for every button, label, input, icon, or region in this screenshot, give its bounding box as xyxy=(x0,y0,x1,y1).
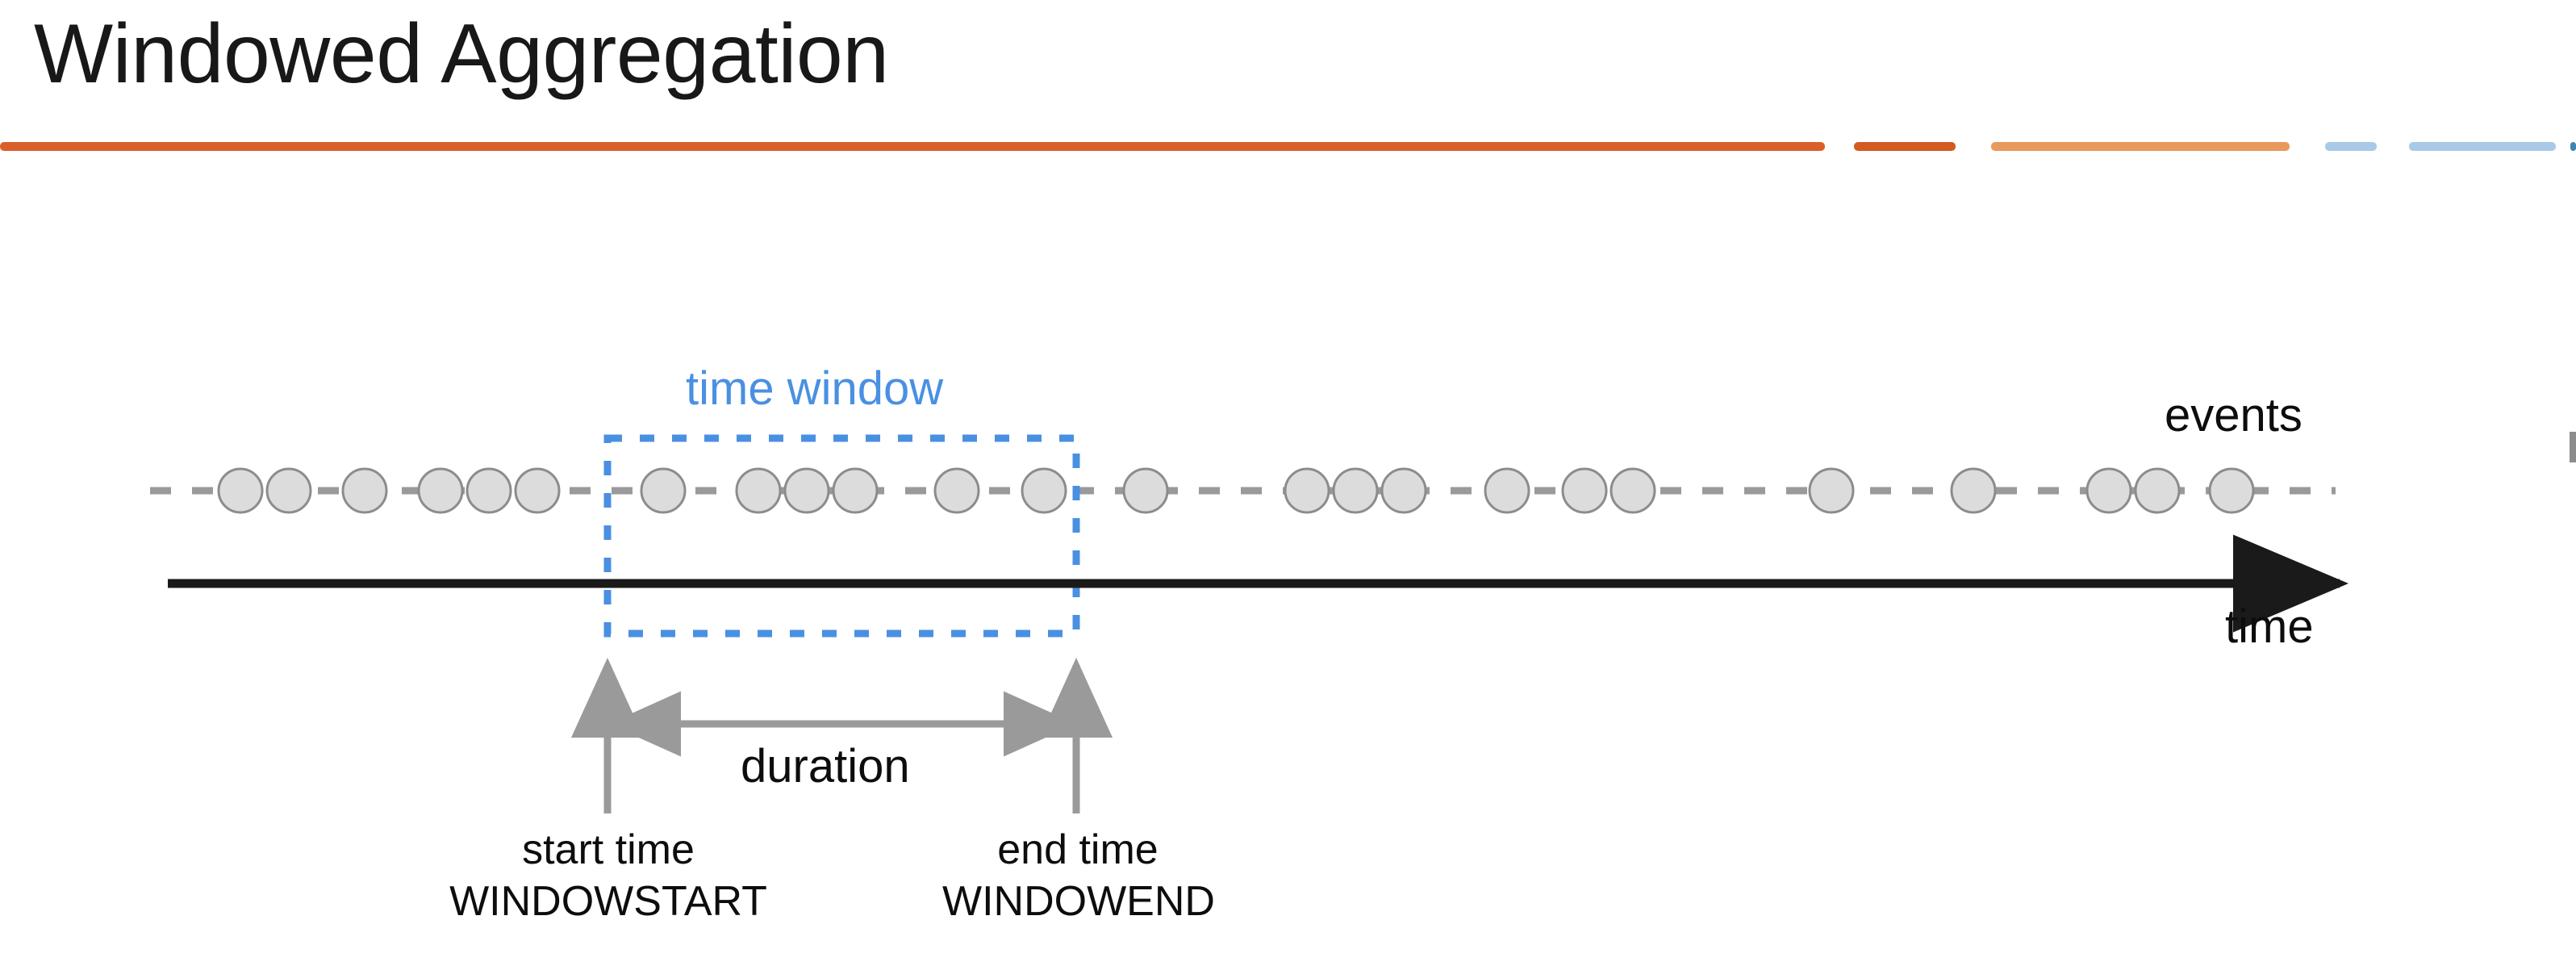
event-circle-16 xyxy=(1380,467,1427,514)
event-circle-23 xyxy=(2134,467,2181,514)
rule-segment-blue-dark-edge xyxy=(2570,142,2576,151)
event-circle-12 xyxy=(1021,467,1067,514)
rule-segment-blue-pale-short xyxy=(2325,142,2377,151)
event-circle-17 xyxy=(1484,467,1530,514)
event-circle-21 xyxy=(1950,467,1997,514)
windowstart-label: WINDOWSTART xyxy=(449,878,767,925)
header-divider xyxy=(0,142,2576,152)
end-time-label: end time xyxy=(997,826,1159,873)
event-circle-9 xyxy=(783,467,830,514)
event-circle-18 xyxy=(1561,467,1608,514)
duration-label: duration xyxy=(741,740,910,792)
event-circle-14 xyxy=(1284,467,1330,514)
event-circle-3 xyxy=(341,467,388,514)
event-circle-4 xyxy=(417,467,464,514)
rule-segment-orange-primary xyxy=(0,142,1825,151)
event-circle-6 xyxy=(514,467,561,514)
time-axis-label: time xyxy=(2225,600,2314,653)
start-time-label: start time xyxy=(522,826,695,873)
events-label: events xyxy=(2165,389,2303,441)
rule-segment-orange-dark xyxy=(1854,142,1956,151)
rule-segment-orange-light xyxy=(1991,142,2290,151)
time-window-label: time window xyxy=(686,362,944,415)
time-window-box xyxy=(603,434,1080,638)
event-circle-5 xyxy=(466,467,512,514)
event-circle-2 xyxy=(265,467,312,514)
page-title: Windowed Aggregation xyxy=(34,7,889,101)
event-circle-13 xyxy=(1122,467,1169,514)
rule-segment-blue-pale-long xyxy=(2409,142,2556,151)
event-circle-7 xyxy=(640,467,687,514)
windowend-label: WINDOWEND xyxy=(942,878,1215,925)
event-circle-24 xyxy=(2208,467,2255,514)
clipped-edge-artifact xyxy=(2570,432,2576,462)
event-circle-15 xyxy=(1332,467,1379,514)
event-circle-1 xyxy=(217,467,264,514)
event-circle-8 xyxy=(735,467,782,514)
event-circle-group xyxy=(217,467,2255,514)
event-circle-10 xyxy=(832,467,879,514)
event-circle-19 xyxy=(1609,467,1656,514)
event-circle-11 xyxy=(933,467,980,514)
event-circle-20 xyxy=(1808,467,1855,514)
event-circle-22 xyxy=(2085,467,2132,514)
